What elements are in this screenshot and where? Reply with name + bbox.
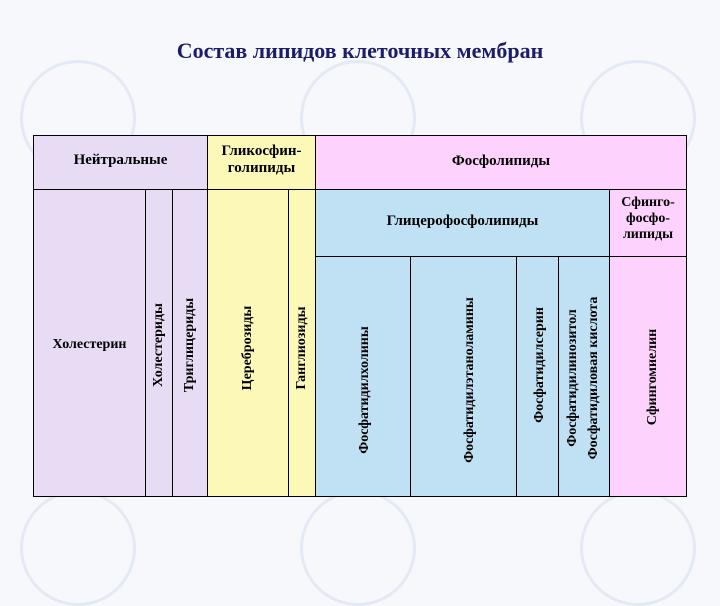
sphingophospholipids-header: Сфинго- фосфо- липиды — [621, 195, 675, 243]
phosphatidylinositol-phosphatidic-acid-cell — [558, 256, 610, 497]
page-title: Состав липидов клеточных мембран — [176, 38, 544, 63]
phosphatidylcholines-label: Фосфатидилхолины — [357, 326, 372, 454]
phosphatidylserine-cell — [516, 256, 559, 497]
glycosphingolipids-header-cell — [207, 135, 316, 190]
neutral-header: Нейтральные — [73, 152, 168, 168]
glycosphingolipids-header: Гликосфин- голипиды — [221, 143, 302, 177]
cerebrosides-cell — [207, 189, 289, 497]
phospholipids-header-cell — [315, 135, 687, 190]
phospholipids-header: Фосфолипиды — [451, 153, 551, 169]
cholesterides-label: Холестериды — [151, 303, 166, 387]
neutral-header-cell — [33, 135, 208, 190]
triglycerides-label: Триглицериды — [182, 297, 197, 393]
phosphatidylethanolamines-cell — [410, 256, 517, 497]
phosphatidylethanolamines-label: Фосфатидилэтаноламины — [462, 297, 477, 463]
sphingomyelin-label: Сфингомиелин — [645, 328, 660, 426]
phosphatidylinositol-label: Фосфатидилинозитол — [565, 309, 580, 447]
phosphatidylserine-label: Фосфатидилсерин — [532, 307, 547, 423]
sphingophospholipids-header-cell — [609, 189, 687, 257]
gangliosides-label: Ганглиозиды — [294, 306, 309, 390]
sphingomyelin-cell — [609, 256, 687, 497]
cholesterol-label: Холестерин — [52, 337, 127, 352]
watermark-emblem — [20, 490, 136, 606]
gangliosides-cell — [288, 189, 316, 497]
phosphatidylcholines-cell — [315, 256, 411, 497]
cholesterides-cell — [145, 189, 173, 497]
glycerophospholipids-header: Глицерофосфолипиды — [386, 213, 539, 229]
cerebrosides-label: Цереброзиды — [240, 305, 255, 391]
watermark-emblem — [580, 490, 696, 606]
phosphatidic-acid-label: Фосфатидиловая кислота — [586, 296, 601, 460]
cholesterol-cell — [33, 189, 146, 497]
